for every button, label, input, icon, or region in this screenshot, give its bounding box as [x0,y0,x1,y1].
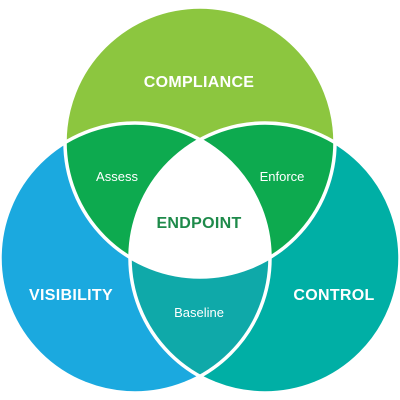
control-label: CONTROL [293,287,374,304]
endpoint-label: ENDPOINT [156,215,241,232]
enforce-label: Enforce [260,169,305,184]
assess-label: Assess [96,169,138,184]
visibility-label: VISIBILITY [29,287,113,304]
baseline-label: Baseline [174,305,224,320]
endpoint-center-region [130,123,270,277]
circle-outlines [0,5,400,395]
compliance-label: COMPLIANCE [144,74,255,91]
